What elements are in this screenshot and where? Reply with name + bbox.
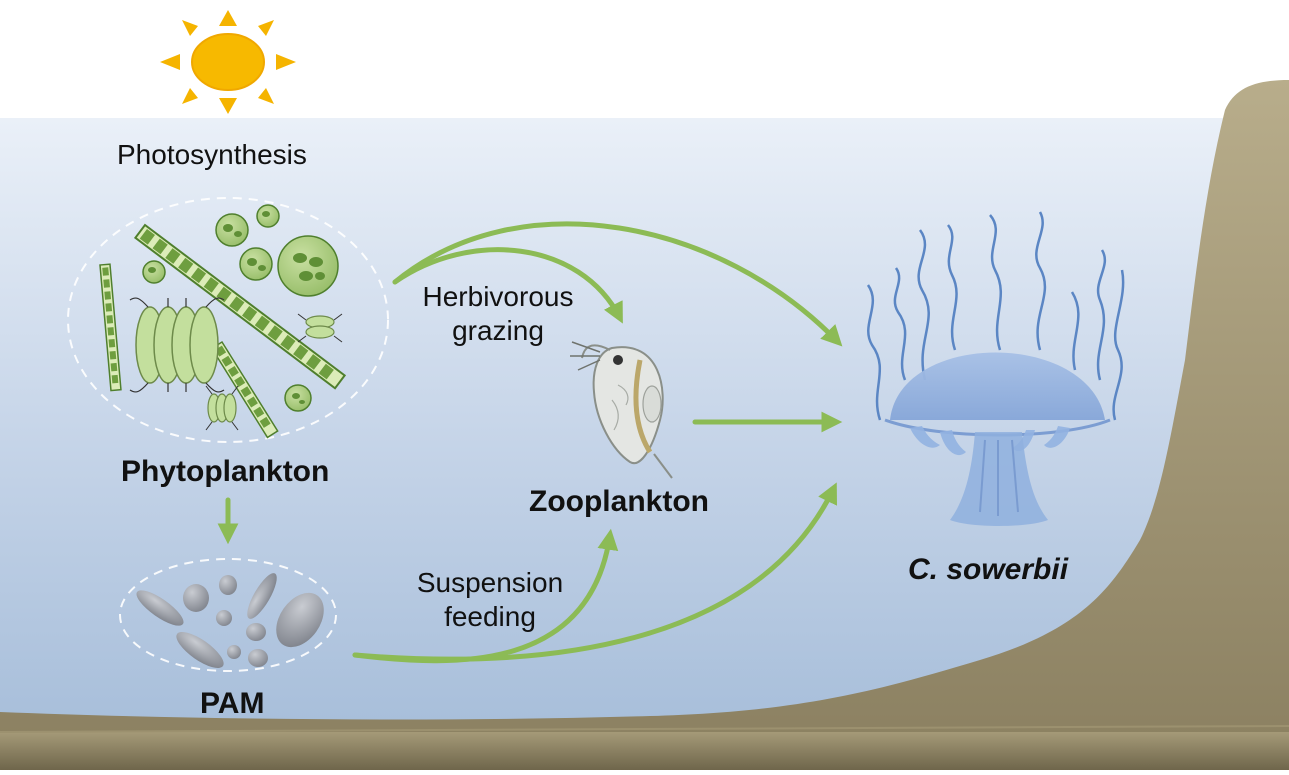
pam-particles-icon xyxy=(119,558,337,672)
label-photosynthesis: Photosynthesis xyxy=(117,139,307,170)
lake-bottom-sediment xyxy=(0,80,1289,770)
label-phytoplankton: Phytoplankton xyxy=(121,455,330,488)
arrow-phyto-to-zooplankton xyxy=(392,247,623,324)
label-herbivorous-grazing-line1: Herbivorous xyxy=(422,281,574,312)
sun-icon xyxy=(160,10,296,114)
phytoplankton-icon xyxy=(67,197,389,443)
label-suspension-feeding-line1: Suspension xyxy=(416,567,564,598)
label-pam: PAM xyxy=(200,687,265,720)
jellyfish-icon xyxy=(866,211,1125,526)
label-c-sowerbii: C. sowerbii xyxy=(908,553,1069,586)
arrow-pam-to-jellyfish xyxy=(352,482,837,662)
label-herbivorous-grazing-line2: grazing xyxy=(452,314,544,346)
label-suspension-feeding-line2: feeding xyxy=(444,600,536,632)
label-zooplankton: Zooplankton xyxy=(529,485,709,518)
flow-arrows xyxy=(217,221,843,664)
lake-bottom-band xyxy=(0,732,1289,770)
label-herbivorous-grazing: Herbivorous grazing xyxy=(408,280,588,347)
zooplankton-icon xyxy=(570,341,673,479)
label-suspension-feeding: Suspension feeding xyxy=(395,566,585,633)
arrow-phyto-to-jellyfish xyxy=(392,221,843,347)
